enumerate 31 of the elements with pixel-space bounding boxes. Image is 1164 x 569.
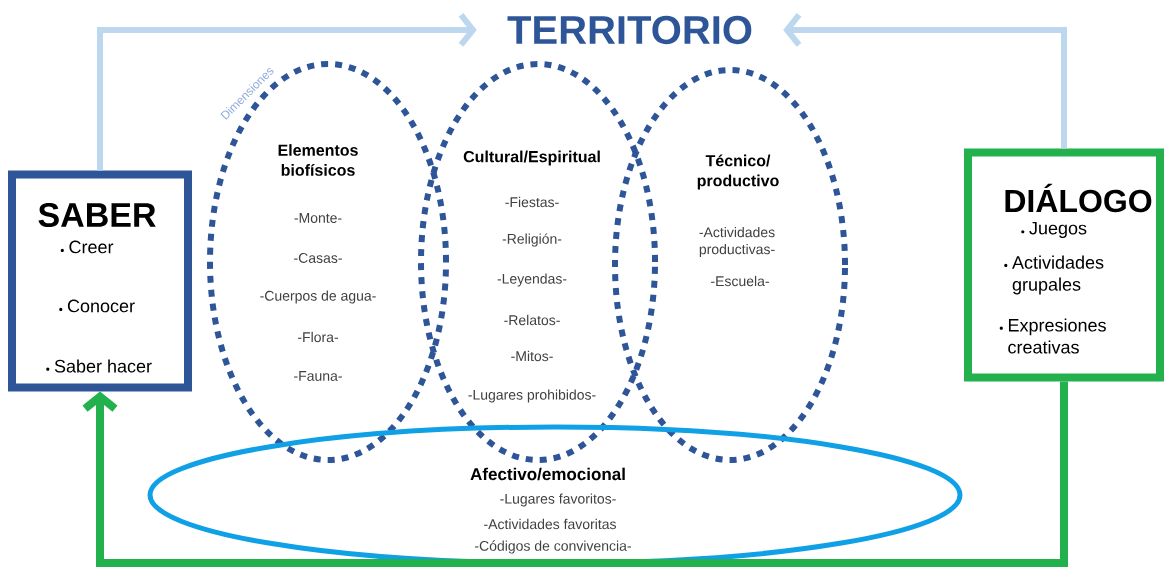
list-item: -Relatos- [504,314,560,326]
bullet-item: Expresiones creativas [999,318,1106,354]
title: TERRITORIO [507,15,752,45]
list-item: -Lugares favoritos- [500,493,616,507]
list-item: -Códigos de convivencia- [475,540,631,554]
heading: Afectivo/emocional [469,466,627,482]
heading: Técnico/ productivo [697,154,779,190]
list-item: -Religión- [502,233,562,247]
bullet-item: Actividades grupales [1004,255,1104,295]
heading: Cultural/Espiritual [463,150,600,166]
list-item: -Escuela- [711,275,769,287]
bullet-item: Saber hacer [46,359,152,373]
bullet-item: Creer [60,240,114,254]
list-item: -Lugares prohibidos- [468,389,596,403]
heading: SABER [38,202,156,228]
arrow [97,13,477,171]
bullet-item: Conocer [59,299,135,313]
list-item: -Monte- [294,213,342,223]
heading: DIÁLOGO [1005,183,1152,213]
list-item: -Actividades favoritas [484,518,616,530]
list-item: -Actividades productivas- [699,226,775,257]
list-item: -Cuerpos de agua- [260,290,376,304]
arrow [783,13,1067,149]
list-item: -Casas- [294,253,342,263]
bullet-item: Juegos [1021,221,1087,239]
heading: Elementos biofísicos [278,144,358,176]
list-item: -Fiestas- [505,196,559,208]
list-item: -Leyendas- [497,273,567,287]
list-item: -Fauna- [294,371,342,381]
list-item: -Mitos- [511,350,553,362]
list-item: -Flora- [298,331,338,343]
